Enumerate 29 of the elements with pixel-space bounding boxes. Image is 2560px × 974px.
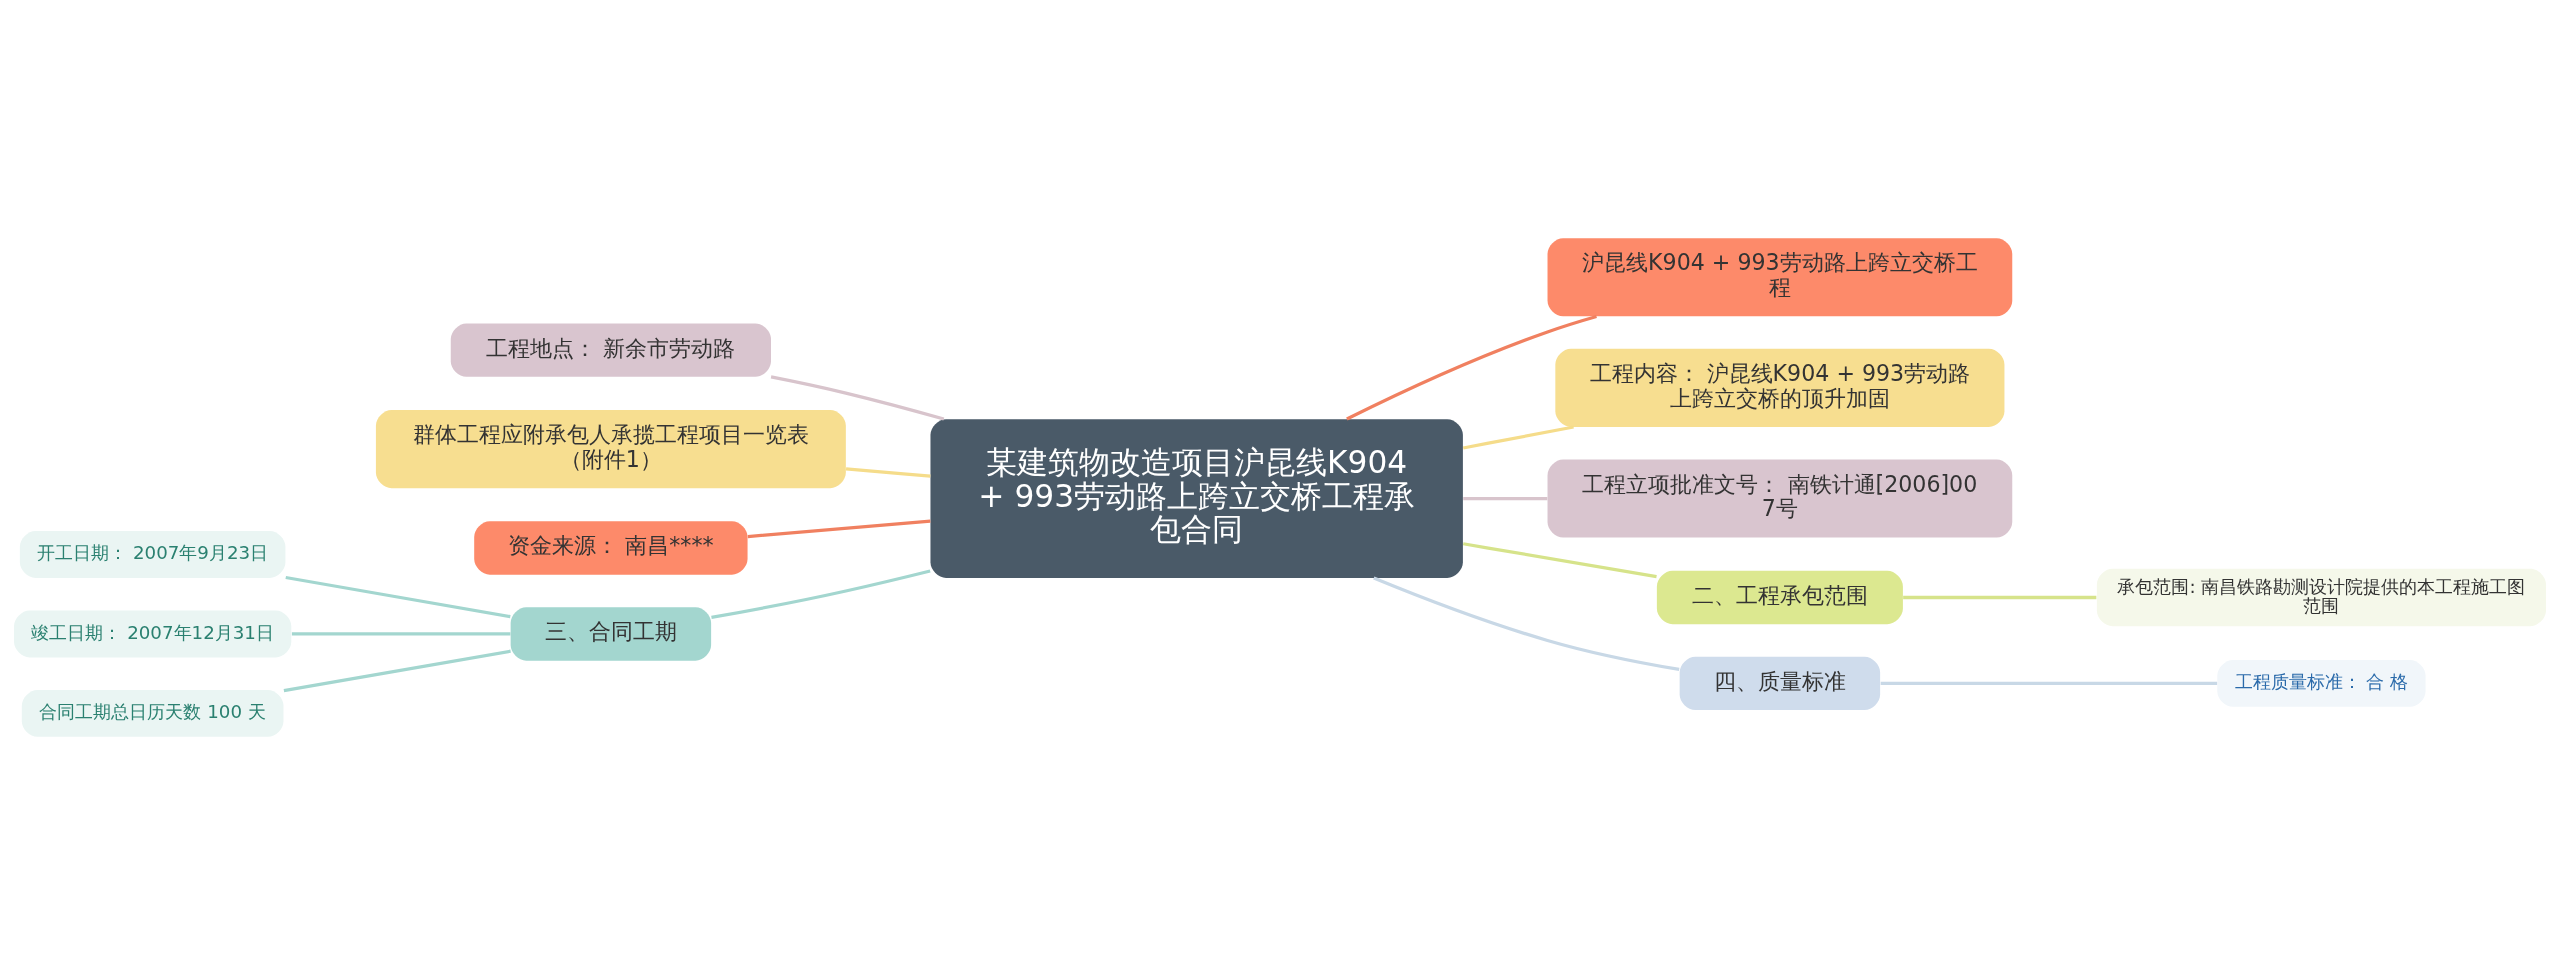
node-box: 工程立项批准文号： 南铁计通[2006]007号 <box>1547 459 2013 538</box>
node-box: 四、质量标准 <box>1679 656 1881 710</box>
node-box: 群体工程应附承包人承揽工程项目一览表（附件1） <box>375 409 846 488</box>
connector <box>1903 595 2097 599</box>
node-box: 三、合同工期 <box>510 606 712 661</box>
connector <box>1462 424 1574 450</box>
connector <box>1463 496 1548 500</box>
node-box: 合同工期总日历天数 100 天 <box>21 689 284 737</box>
node-box: 竣工日期： 2007年12月31日 <box>14 610 292 657</box>
node-box: 承包范围: 南昌铁路勘测设计院提供的本工程施工图范围 <box>2096 568 2546 626</box>
connector <box>1373 576 1680 671</box>
node-box: 工程内容： 沪昆线K904 + 993劳动路上跨立交桥的顶升加固 <box>1555 348 2005 427</box>
node-box: 某建筑物改造项目沪昆线K904 + 993劳动路上跨立交桥工程承包合同 <box>930 418 1463 578</box>
connector <box>845 466 931 478</box>
connector <box>285 575 511 618</box>
node-box: 开工日期： 2007年9月23日 <box>19 530 286 578</box>
connector <box>291 631 511 636</box>
connector <box>1462 541 1657 578</box>
node-box: 工程质量标准： 合 格 <box>2217 659 2426 707</box>
connector <box>747 518 931 538</box>
node-box: 二、工程承包范围 <box>1656 570 1903 624</box>
node-box: 资金来源： 南昌**** <box>474 520 748 575</box>
connector <box>1346 314 1597 420</box>
connector <box>283 649 511 692</box>
connector <box>1880 681 2218 685</box>
node-box: 沪昆线K904 + 993劳动路上跨立交桥工程 <box>1547 237 2013 316</box>
node-box: 工程地点： 新余市劳动路 <box>450 322 771 377</box>
connector <box>711 568 931 619</box>
connector <box>770 374 945 421</box>
